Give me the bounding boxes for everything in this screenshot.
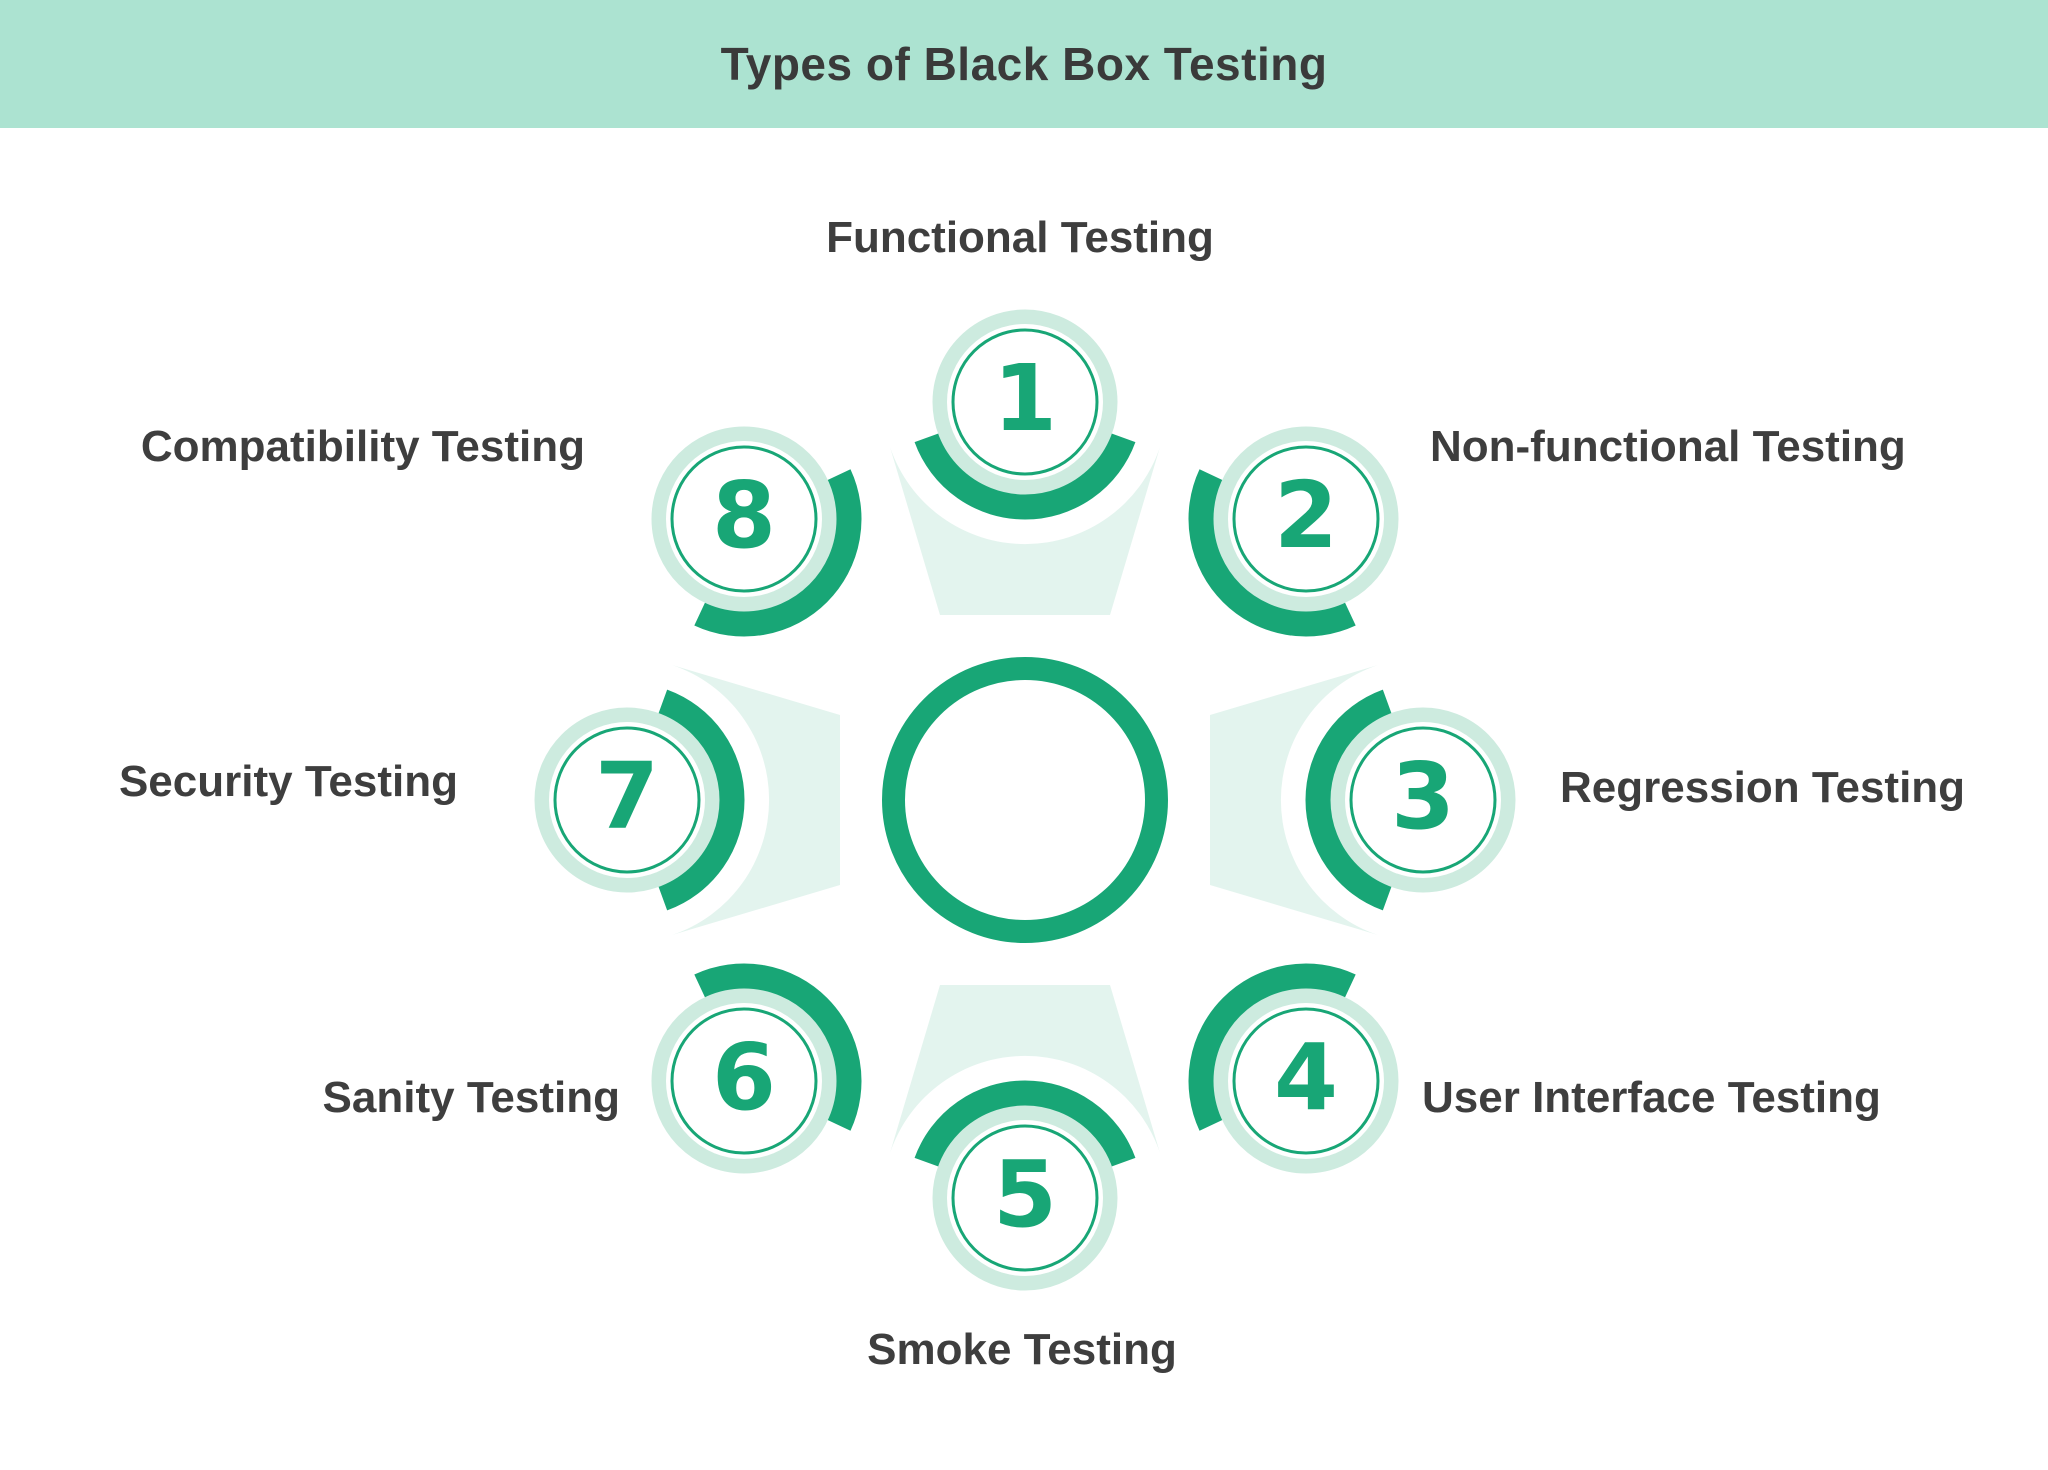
node-7-decoration [534, 689, 745, 911]
label-smoke-testing: Smoke Testing [867, 1325, 1177, 1374]
label-security-testing: Security Testing [118, 757, 458, 806]
page-title: Types of Black Box Testing [720, 38, 1328, 90]
label-user-interface-testing: User Interface Testing [1422, 1073, 1881, 1122]
node-4-number: 4 [1273, 1024, 1339, 1132]
node-1-number: 1 [992, 345, 1058, 453]
node-6-number: 6 [711, 1024, 777, 1132]
node-6-decoration [651, 963, 862, 1174]
node-5-decoration [914, 1080, 1136, 1291]
label-non-functional-testing: Non-functional Testing [1430, 422, 1906, 471]
connector-wedge-top [890, 447, 1160, 615]
connector-wedge-bottom [890, 985, 1160, 1153]
label-regression-testing: Regression Testing [1560, 763, 1966, 812]
label-functional-testing: Functional Testing [826, 213, 1214, 262]
header-banner: Types of Black Box Testing [0, 0, 2048, 128]
label-sanity-testing: Sanity Testing [322, 1073, 620, 1122]
node-4-decoration [1188, 963, 1399, 1174]
node-8-decoration [651, 426, 862, 637]
label-compatibility-testing: Compatibility Testing [140, 422, 585, 471]
node-3-number: 3 [1390, 743, 1456, 851]
node-7-number: 7 [594, 743, 660, 851]
node-2-number: 2 [1273, 462, 1339, 570]
connector-wedge-right [1210, 665, 1378, 935]
node-8-number: 8 [711, 462, 777, 570]
node-5-number: 5 [992, 1141, 1058, 1249]
node-2-decoration [1188, 426, 1399, 637]
center-circle [882, 657, 1168, 943]
node-1-decoration [914, 309, 1136, 520]
node-3-decoration [1305, 689, 1516, 911]
connector-wedges [672, 447, 1378, 1153]
connector-wedge-left [672, 665, 840, 935]
